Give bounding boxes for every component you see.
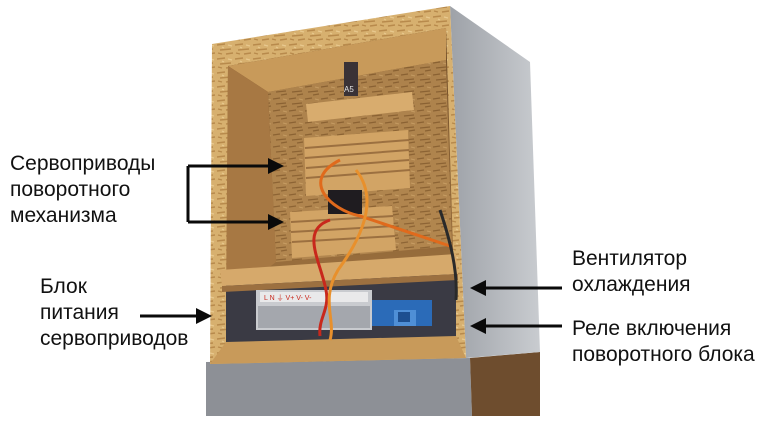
top-plate: [306, 92, 414, 122]
power-supply-terminal: [260, 292, 368, 302]
fan-arrowhead: [470, 280, 486, 296]
label-relay: Реле включения поворотного блока: [572, 316, 755, 368]
upper-servo-stack-lines: [304, 139, 411, 179]
label-power-line3: сервоприводов: [40, 327, 189, 350]
base-block: [206, 358, 472, 416]
label-relay-line1: Реле включения: [572, 317, 732, 340]
psu-vent-strip: [258, 306, 370, 328]
label-servos-line2: поворотного: [10, 178, 131, 201]
top-shaft: [344, 62, 358, 96]
label-power-line1: Блок: [40, 275, 87, 298]
top-part-marking: A5: [344, 85, 354, 94]
label-power-supply: Блок питания сервоприводов: [40, 274, 188, 352]
label-fan-line1: Вентилятор: [572, 247, 687, 270]
servo-wire-orange: [319, 158, 451, 248]
base-block-side: [470, 352, 540, 416]
servo-wire-red: [312, 218, 331, 337]
interior-ceiling: [228, 28, 446, 92]
label-fan-line2: охлаждения: [572, 273, 691, 296]
servos-arrowhead-top: [268, 158, 284, 174]
psu-markings: L N ⏚ V+ V- V-: [264, 294, 312, 302]
relay-block: [398, 312, 410, 322]
fan-wire: [438, 209, 458, 301]
relay-arrowhead: [470, 318, 486, 334]
interior-left-wall: [226, 66, 276, 300]
middle-shelf-edge: [222, 274, 458, 292]
power-arrowhead: [196, 308, 212, 324]
lower-servo-stack-lines: [290, 215, 396, 243]
servos-arrowhead-bottom: [268, 214, 284, 230]
label-servos: Сервоприводы поворотного механизма: [10, 151, 155, 229]
servo-wire-orange-2: [327, 169, 369, 341]
lower-floor: [210, 336, 466, 364]
right-side-panel: [450, 6, 540, 358]
arrow-group: [140, 164, 562, 328]
arrowheads: [196, 158, 486, 334]
label-servos-line3: механизма: [10, 204, 117, 227]
label-power-line2: питания: [40, 301, 119, 324]
label-servos-line1: Сервоприводы: [10, 152, 156, 175]
label-fan: Вентилятор охлаждения: [572, 246, 691, 298]
label-relay-line2: поворотного блока: [572, 343, 755, 366]
